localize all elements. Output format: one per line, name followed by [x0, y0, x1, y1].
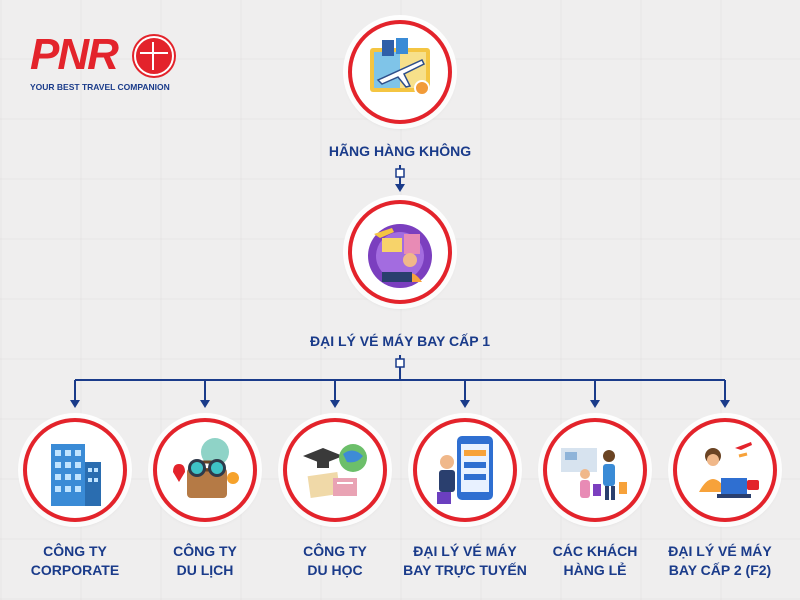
- travel-suitcase-icon: [173, 438, 239, 498]
- tier2-agent-label-line1: ĐẠI LÝ VÉ MÁY: [668, 543, 772, 559]
- tier2-agent-label-line2: BAY CẤP 2 (F2): [668, 562, 772, 578]
- airline-node: [348, 20, 452, 124]
- retail-customer-label: CÁC KHÁCH HÀNG LẺ: [535, 542, 655, 580]
- logo-mark: PNR: [30, 30, 119, 79]
- online-booking-icon: [437, 436, 493, 504]
- retail-customer-node: [543, 418, 647, 522]
- airline-label: HÃNG HÀNG KHÔNG: [328, 143, 472, 159]
- study-abroad-label-line1: CÔNG TY: [303, 543, 367, 559]
- corporate-label-line2: CORPORATE: [30, 562, 120, 578]
- globe-icon: [134, 36, 174, 76]
- tier2-agent-label: ĐẠI LÝ VÉ MÁY BAY CẤP 2 (F2): [640, 542, 800, 580]
- corporate-label: CÔNG TY CORPORATE: [15, 542, 135, 580]
- online-agent-label-line2: BAY TRỰC TUYẾN: [403, 562, 527, 578]
- airplane-map-icon: [370, 38, 430, 96]
- online-agent-node: [413, 418, 517, 522]
- online-agent-label-line1: ĐẠI LÝ VÉ MÁY: [413, 543, 517, 559]
- study-abroad-label: CÔNG TY DU HỌC: [275, 542, 395, 580]
- tourism-label-line1: CÔNG TY: [173, 543, 237, 559]
- tier2-agent-node: [673, 418, 777, 522]
- tourism-label: CÔNG TY DU LỊCH: [145, 542, 265, 580]
- travel-agent-icon: [368, 224, 432, 288]
- study-abroad-label-line2: DU HỌC: [307, 562, 363, 578]
- agent-laptop-icon: [699, 442, 759, 498]
- graduation-globe-icon: [303, 444, 367, 498]
- tier1-agent-label: ĐẠI LÝ VÉ MÁY BAY CẤP 1: [310, 333, 490, 349]
- corporate-label-line1: CÔNG TY: [43, 543, 107, 559]
- logo: PNR YOUR BEST TRAVEL COMPANION: [30, 30, 190, 96]
- logo-tagline: YOUR BEST TRAVEL COMPANION: [30, 82, 170, 92]
- tier1-agent-node: [348, 200, 452, 304]
- retail-customer-label-line2: HÀNG LẺ: [563, 562, 627, 578]
- office-building-icon: [51, 444, 101, 506]
- airport-passengers-icon: [561, 448, 627, 500]
- corporate-node: [23, 418, 127, 522]
- retail-customer-label-line1: CÁC KHÁCH: [552, 543, 638, 559]
- study-abroad-node: [283, 418, 387, 522]
- tourism-node: [153, 418, 257, 522]
- tourism-label-line2: DU LỊCH: [176, 562, 234, 578]
- online-agent-label: ĐẠI LÝ VÉ MÁY BAY TRỰC TUYẾN: [385, 542, 545, 580]
